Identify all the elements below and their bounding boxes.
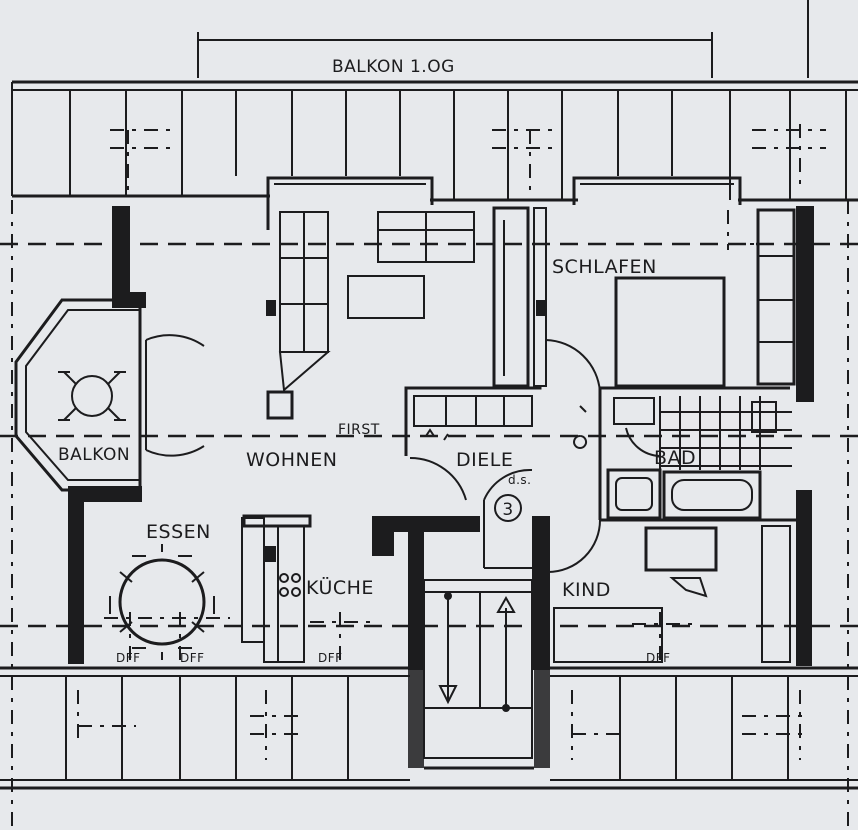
balcony-dimension-line	[197, 0, 809, 78]
hall-walls: 3 d.s.	[404, 339, 601, 573]
top-roof-band	[11, 80, 858, 230]
stair-number: 3	[502, 500, 513, 520]
exterior-walls	[68, 206, 814, 670]
label-kueche: KÜCHE	[306, 576, 374, 599]
bottom-roof-band	[0, 666, 858, 790]
label-diele: DIELE	[456, 449, 513, 471]
label-dff-2: DFF	[180, 651, 205, 665]
balcony-left	[14, 298, 205, 492]
label-dff-3: DFF	[318, 651, 343, 665]
label-schlafen: SCHLAFEN	[552, 256, 657, 278]
label-dff-1: DFF	[116, 651, 141, 665]
kitchen	[104, 514, 370, 663]
label-ds: d.s.	[508, 473, 532, 487]
label-essen: ESSEN	[146, 521, 211, 543]
stairwell	[408, 579, 550, 770]
outer-dashed-lines	[0, 200, 858, 830]
label-first: FIRST	[338, 422, 380, 438]
label-wohnen: WOHNEN	[246, 449, 337, 471]
label-kind: KIND	[562, 579, 611, 601]
bathroom	[598, 386, 796, 522]
label-balkon: BALKON	[58, 445, 130, 465]
bedroom	[614, 208, 796, 388]
label-balkon-1og: BALKON 1.OG	[332, 57, 455, 77]
dining-table	[109, 544, 215, 660]
label-bad: BAD	[654, 447, 696, 469]
kids-room	[553, 525, 791, 663]
label-dff-4: DFF	[646, 651, 671, 665]
bath-tiles	[659, 396, 792, 470]
stove-icon	[279, 573, 301, 597]
